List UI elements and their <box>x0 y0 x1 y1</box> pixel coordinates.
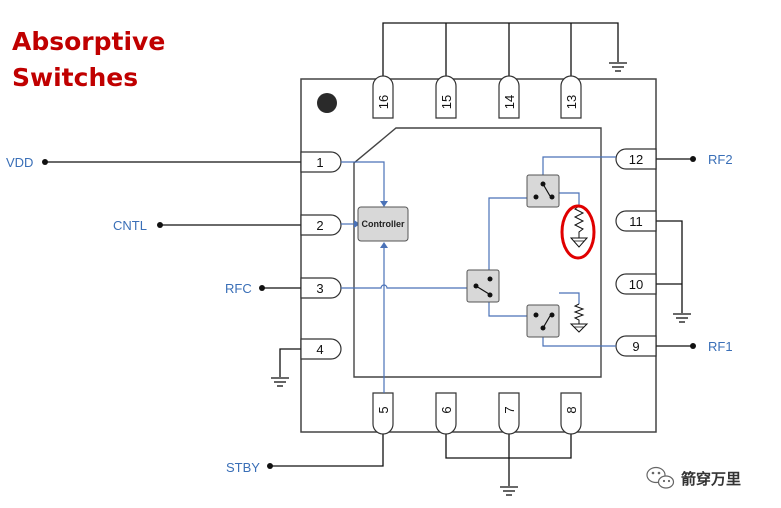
highlight-circle <box>560 204 596 260</box>
sw-main-to-sw1-trace <box>488 298 527 317</box>
switch-rf2 <box>526 174 560 208</box>
switch-rf1 <box>526 304 560 338</box>
termination-resistor-rf2 <box>569 205 589 248</box>
sw2-to-rf2-trace <box>542 156 616 175</box>
svg-text:1: 1 <box>316 155 323 170</box>
vdd-arrow <box>380 201 388 207</box>
ground-symbol-top <box>609 62 627 72</box>
svg-text:7: 7 <box>502 406 517 413</box>
termination-resistor-rf1 <box>569 303 589 333</box>
cntl-node <box>157 222 163 228</box>
rfc-label: RFC <box>225 281 252 296</box>
controller-block: Controller <box>357 206 409 242</box>
rf2-node <box>690 156 696 162</box>
pin-5: 5 <box>372 392 394 435</box>
svg-text:3: 3 <box>316 281 323 296</box>
pin-3: 3 <box>300 277 342 299</box>
right-ground-wire <box>656 220 683 313</box>
sw1-to-rf1-trace <box>542 337 616 347</box>
title-line1: Absorptive <box>12 27 165 56</box>
svg-text:8: 8 <box>564 406 579 413</box>
vdd-node <box>42 159 48 165</box>
ground-symbol-left <box>271 377 289 387</box>
vdd-label: VDD <box>6 155 33 170</box>
ground-symbol-right <box>673 313 691 323</box>
rf2-label: RF2 <box>708 152 733 167</box>
pin-11: 11 <box>615 210 657 232</box>
svg-text:14: 14 <box>502 95 517 109</box>
top-ground-bus <box>382 22 619 79</box>
watermark: 箭穿万里 <box>646 466 741 489</box>
rfc-internal-trace <box>341 284 467 289</box>
stby-label: STBY <box>226 460 260 475</box>
svg-text:9: 9 <box>632 339 639 354</box>
svg-text:13: 13 <box>564 95 579 109</box>
svg-text:16: 16 <box>376 95 391 109</box>
rf1-node <box>690 343 696 349</box>
rf1-label: RF1 <box>708 339 733 354</box>
sw2-to-load-trace <box>559 192 580 206</box>
stby-wire <box>272 432 384 467</box>
stby-arrow <box>380 242 388 248</box>
svg-text:4: 4 <box>316 342 323 357</box>
die-area <box>353 127 602 378</box>
pin1-marker-dot <box>317 93 337 113</box>
vdd-internal-trace <box>341 161 385 202</box>
svg-text:15: 15 <box>439 95 454 109</box>
rfc-node <box>259 285 265 291</box>
controller-label: Controller <box>361 219 404 229</box>
pin-13: 13 <box>560 75 582 119</box>
pin-6: 6 <box>435 392 457 435</box>
pin4-ground-wire <box>279 348 301 377</box>
pin-8: 8 <box>560 392 582 435</box>
bottom-ground-bus <box>445 432 572 486</box>
stby-node <box>267 463 273 469</box>
pin-16: 16 <box>372 75 394 119</box>
pin-10: 10 <box>615 273 657 295</box>
pin-9: 9 <box>615 335 657 357</box>
pin-2: 2 <box>300 214 342 236</box>
cntl-label: CNTL <box>113 218 147 233</box>
title-line2: Switches <box>12 63 138 92</box>
pin-4: 4 <box>300 338 342 360</box>
svg-text:6: 6 <box>439 406 454 413</box>
pin-1: 1 <box>300 151 342 173</box>
cntl-arrow <box>354 220 360 228</box>
ground-symbol-bottom <box>500 486 518 496</box>
wechat-icon <box>646 466 675 489</box>
watermark-text: 箭穿万里 <box>681 470 741 488</box>
sw-main-to-sw2-trace <box>488 197 527 278</box>
switch-rfc <box>466 269 500 303</box>
pin-7: 7 <box>498 392 520 435</box>
svg-text:12: 12 <box>629 152 643 167</box>
pin-14: 14 <box>498 75 520 119</box>
top-ground-taps <box>445 23 572 79</box>
svg-text:2: 2 <box>316 218 323 233</box>
pin-12: 12 <box>615 148 657 170</box>
svg-text:5: 5 <box>376 406 391 413</box>
sw1-to-load-trace <box>559 292 580 304</box>
svg-text:10: 10 <box>629 277 643 292</box>
svg-text:11: 11 <box>629 214 643 229</box>
pin-15: 15 <box>435 75 457 119</box>
